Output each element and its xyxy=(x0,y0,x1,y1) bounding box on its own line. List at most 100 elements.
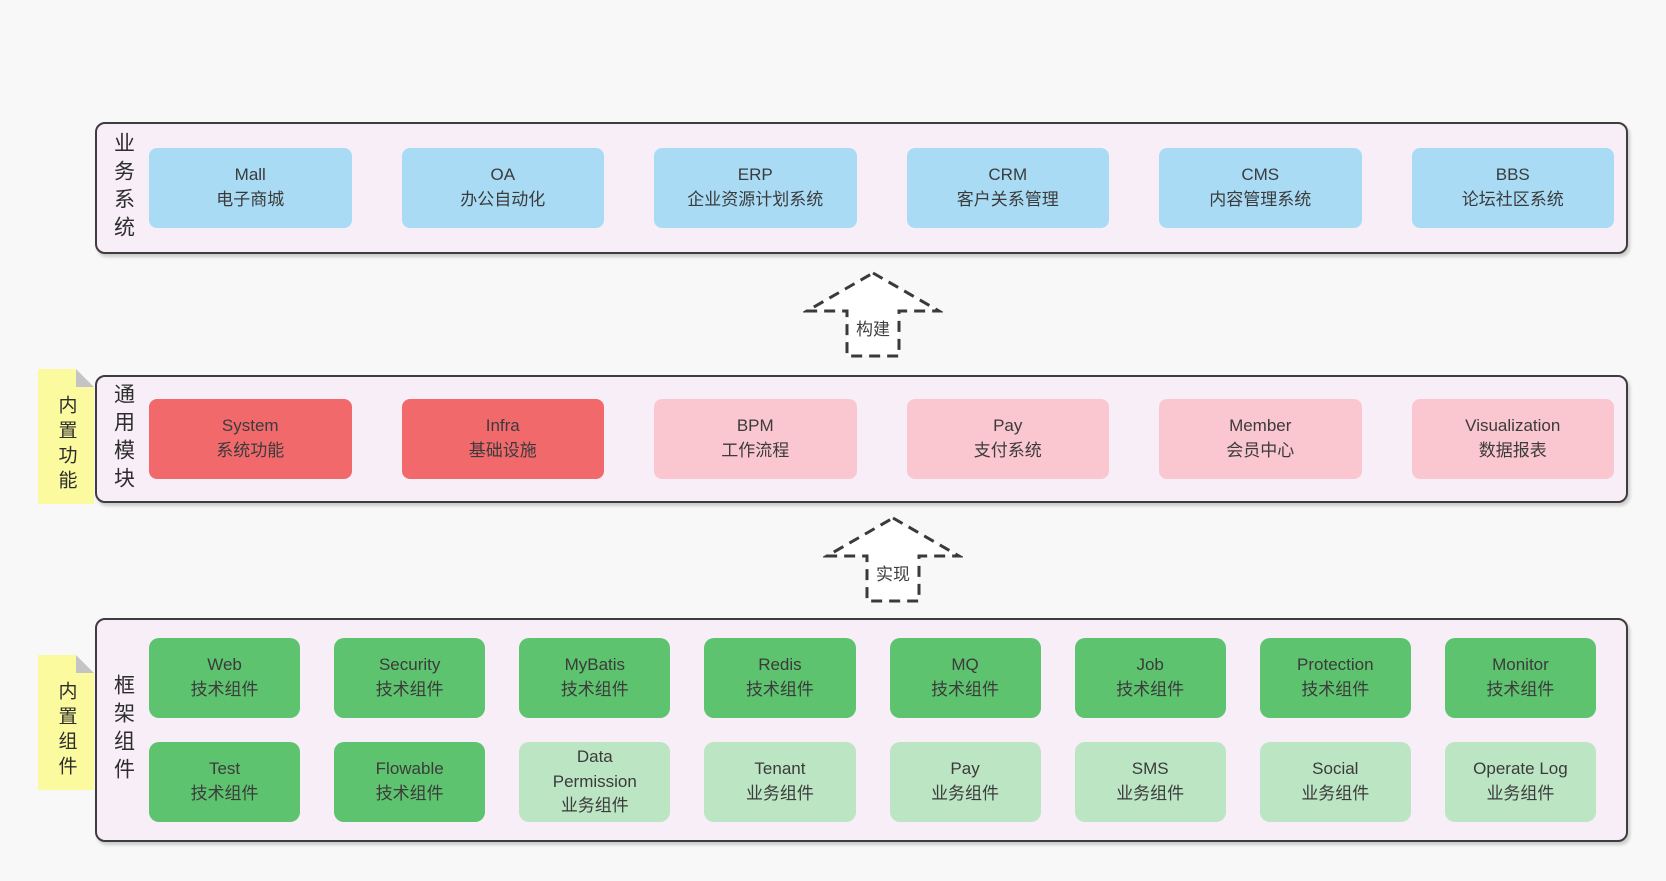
box-infra-sub: 基础设施 xyxy=(468,441,537,460)
box-system: System 系统功能 xyxy=(149,399,352,479)
box-flowable: Flowable 技术组件 xyxy=(334,742,486,822)
box-oa-name: OA xyxy=(490,165,516,185)
box-security-sub: 技术组件 xyxy=(375,680,444,699)
box-operate-log: Operate Log 业务组件 xyxy=(1444,742,1596,822)
box-web-name: Web xyxy=(207,655,242,675)
box-mybatis-sub: 技术组件 xyxy=(560,680,629,699)
box-bpm-sub: 工作流程 xyxy=(721,441,790,460)
layer-modules-label-text: 通用模块 xyxy=(111,383,135,495)
box-protection-sub: 技术组件 xyxy=(1301,680,1370,699)
box-oa-sub: 办公自动化 xyxy=(460,190,546,209)
box-test-name: Test xyxy=(208,759,241,779)
box-pay-component: Pay 业务组件 xyxy=(889,742,1041,822)
box-bbs-sub: 论坛社区系统 xyxy=(1461,190,1564,209)
box-mq-name: MQ xyxy=(951,655,979,675)
box-mq-sub: 技术组件 xyxy=(931,680,1000,699)
up-block-arrow-icon xyxy=(823,516,963,603)
box-tenant-name: Tenant xyxy=(754,759,806,779)
box-bbs-name: BBS xyxy=(1495,165,1530,185)
layer-modules-label: 通用模块 xyxy=(97,383,149,495)
box-redis: Redis 技术组件 xyxy=(704,638,856,718)
sticky-fold-icon xyxy=(76,655,94,673)
modules-box-row: System 系统功能 Infra 基础设施 BPM 工作流程 Pay 支付系统… xyxy=(149,399,1614,479)
box-erp-sub: 企业资源计划系统 xyxy=(687,190,824,209)
box-test-sub: 技术组件 xyxy=(190,784,259,803)
box-tenant: Tenant 业务组件 xyxy=(704,742,856,822)
box-redis-sub: 技术组件 xyxy=(745,680,814,699)
box-crm-name: CRM xyxy=(988,165,1028,185)
box-mall: Mall 电子商城 xyxy=(149,148,352,228)
sticky-components-text: 内置组件 xyxy=(55,681,77,781)
box-pay-component-sub: 业务组件 xyxy=(931,784,1000,803)
sticky-modules-text: 内置功能 xyxy=(55,395,77,495)
layer-components-label: 框架组件 xyxy=(97,674,149,786)
box-mall-name: Mall xyxy=(234,165,266,185)
box-oa: OA 办公自动化 xyxy=(401,148,604,228)
box-infra: Infra 基础设施 xyxy=(401,399,604,479)
box-visualization-name: Visualization xyxy=(1465,416,1561,436)
box-social-sub: 业务组件 xyxy=(1301,784,1370,803)
box-erp: ERP 企业资源计划系统 xyxy=(654,148,857,228)
box-protection-name: Protection xyxy=(1297,655,1374,675)
box-cms-name: CMS xyxy=(1241,165,1280,185)
box-job-sub: 技术组件 xyxy=(1116,680,1185,699)
box-member-sub: 会员中心 xyxy=(1226,441,1295,460)
box-monitor-name: Monitor xyxy=(1492,655,1549,675)
layer-framework-components: 框架组件 Web 技术组件 Security 技术组件 MyBatis 技术组件… xyxy=(95,618,1628,842)
box-mq: MQ 技术组件 xyxy=(889,638,1041,718)
box-visualization-sub: 数据报表 xyxy=(1478,441,1547,460)
box-erp-name: ERP xyxy=(737,165,773,185)
box-web-sub: 技术组件 xyxy=(190,680,259,699)
box-crm-sub: 客户关系管理 xyxy=(956,190,1059,209)
box-social-name: Social xyxy=(1312,759,1359,779)
box-mybatis-name: MyBatis xyxy=(564,655,626,675)
box-protection: Protection 技术组件 xyxy=(1259,638,1411,718)
box-test: Test 技术组件 xyxy=(149,742,301,822)
box-visualization: Visualization 数据报表 xyxy=(1411,399,1614,479)
box-security-name: Security xyxy=(378,655,441,675)
box-cms-sub: 内容管理系统 xyxy=(1209,190,1312,209)
box-security: Security 技术组件 xyxy=(334,638,486,718)
box-system-name: System xyxy=(221,416,279,436)
box-bpm-name: BPM xyxy=(736,416,774,436)
box-redis-name: Redis xyxy=(758,655,802,675)
box-flowable-sub: 技术组件 xyxy=(375,784,444,803)
box-job: Job 技术组件 xyxy=(1074,638,1226,718)
box-tenant-sub: 业务组件 xyxy=(745,784,814,803)
layer-business-label-text: 业务系统 xyxy=(111,132,135,244)
box-mybatis: MyBatis 技术组件 xyxy=(519,638,671,718)
box-data-permission-sub: 业务组件 xyxy=(560,796,629,816)
box-operate-log-sub: 业务组件 xyxy=(1486,784,1555,803)
box-social: Social 业务组件 xyxy=(1259,742,1411,822)
box-sms-sub: 业务组件 xyxy=(1116,784,1185,803)
layer-common-modules: 通用模块 System 系统功能 Infra 基础设施 BPM 工作流程 Pay… xyxy=(95,375,1628,503)
box-operate-log-name: Operate Log xyxy=(1473,759,1568,779)
box-pay-module-name: Pay xyxy=(993,416,1023,436)
box-sms-name: SMS xyxy=(1131,759,1169,779)
sticky-note-built-in-features: 内置功能 xyxy=(38,369,94,504)
implement-arrow-icon: 实现 xyxy=(823,515,963,605)
box-web: Web 技术组件 xyxy=(149,638,301,718)
box-pay-module: Pay 支付系统 xyxy=(906,399,1109,479)
build-arrow-label: 构建 xyxy=(856,320,890,339)
box-cms: CMS 内容管理系统 xyxy=(1159,148,1362,228)
box-flowable-name: Flowable xyxy=(375,759,444,779)
sticky-fold-icon xyxy=(76,369,94,387)
box-data-permission-name: Data Permission xyxy=(552,747,637,791)
business-box-row: Mall 电子商城 OA 办公自动化 ERP 企业资源计划系统 CRM 客户关系… xyxy=(149,148,1614,228)
implement-arrow-label: 实现 xyxy=(876,565,910,584)
box-infra-name: Infra xyxy=(485,416,520,436)
layer-business-label: 业务系统 xyxy=(97,132,149,244)
box-bpm: BPM 工作流程 xyxy=(654,399,857,479)
box-pay-component-name: Pay xyxy=(950,759,980,779)
box-member-name: Member xyxy=(1229,416,1292,436)
box-monitor: Monitor 技术组件 xyxy=(1444,638,1596,718)
box-crm: CRM 客户关系管理 xyxy=(906,148,1109,228)
box-member: Member 会员中心 xyxy=(1159,399,1362,479)
box-sms: SMS 业务组件 xyxy=(1074,742,1226,822)
box-bbs: BBS 论坛社区系统 xyxy=(1411,148,1614,228)
components-grid: Web 技术组件 Security 技术组件 MyBatis 技术组件 Redi… xyxy=(149,638,1596,822)
box-system-sub: 系统功能 xyxy=(216,441,285,460)
box-monitor-sub: 技术组件 xyxy=(1486,680,1555,699)
